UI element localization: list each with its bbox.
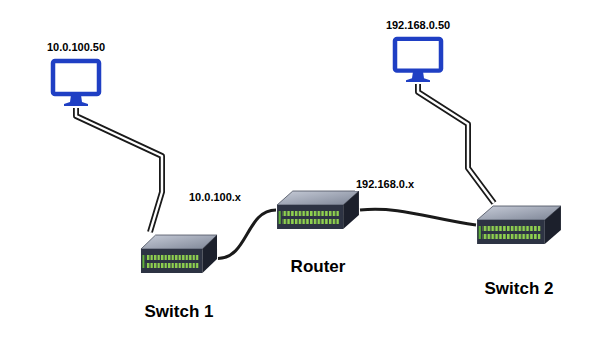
cable-core [76, 108, 162, 232]
monitor-icon [50, 58, 102, 108]
ip-address: 192.168.0.50 [386, 19, 450, 32]
network-switch: Switch 2 [476, 203, 562, 247]
cable-outline [76, 108, 162, 232]
cable-outline [418, 84, 494, 203]
cable-outline [218, 210, 276, 258]
subnet-label: 192.168.0.x [355, 178, 415, 191]
device-name: Router [291, 257, 346, 277]
device-name: Switch 2 [485, 279, 554, 299]
network-link [360, 209, 476, 225]
ethernet-cable [418, 84, 494, 203]
cable-core [418, 84, 494, 203]
ethernet-cable [76, 108, 162, 232]
cable-outline [360, 209, 476, 225]
pc-monitor: 10.0.100.50 [50, 58, 102, 108]
monitor-icon [392, 36, 444, 84]
switch-icon [140, 232, 218, 276]
network-switch: Switch 1 [140, 232, 218, 276]
device-name: Switch 1 [145, 302, 214, 322]
network-router: Router [276, 188, 360, 232]
switch-icon [276, 188, 360, 232]
ip-address: 10.0.100.50 [47, 41, 105, 54]
network-link [218, 210, 276, 258]
switch-icon [476, 203, 562, 247]
subnet-label: 10.0.100.x [188, 191, 242, 204]
pc-monitor: 192.168.0.50 [392, 36, 444, 84]
